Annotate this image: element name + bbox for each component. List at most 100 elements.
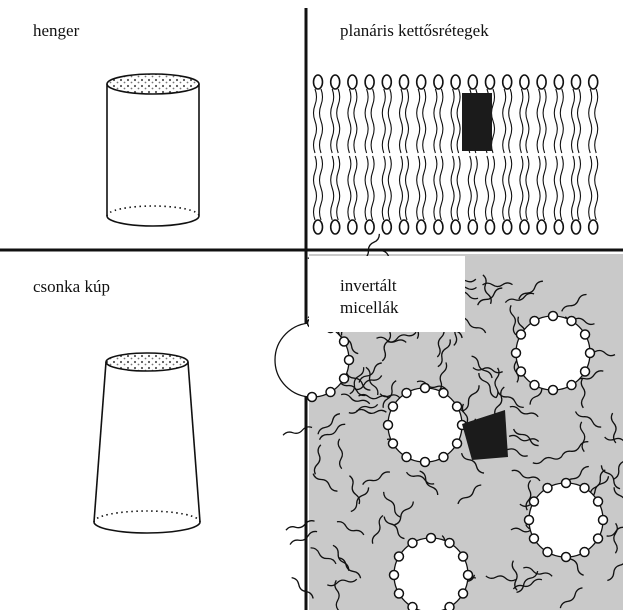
- lipid-head: [572, 220, 581, 234]
- lipid-tail: [371, 89, 374, 153]
- lipid-tail: [382, 89, 385, 153]
- lipid-head: [365, 220, 374, 234]
- lipid-tail: [348, 89, 351, 153]
- lipid-head: [439, 453, 448, 462]
- lipid-tail: [526, 89, 529, 153]
- lipid-head: [468, 220, 477, 234]
- lipid-head: [417, 75, 426, 89]
- lipid-head: [464, 571, 473, 580]
- lipid-tail: [509, 89, 512, 153]
- lipid-head: [586, 349, 595, 358]
- lipid-head: [434, 220, 443, 234]
- lipid-head: [331, 75, 340, 89]
- lipid-head: [388, 439, 397, 448]
- lipid-head: [468, 75, 477, 89]
- lipid-head: [384, 421, 393, 430]
- lipid-head: [529, 534, 538, 543]
- lipid-head: [580, 548, 589, 557]
- lipid-tail: [589, 156, 592, 220]
- lipid-tail: [537, 89, 540, 153]
- micelle-core: [529, 483, 603, 557]
- lipid-head: [525, 516, 534, 525]
- lipid-tail: [331, 89, 334, 153]
- lipid-head: [581, 330, 590, 339]
- lipid-head: [562, 553, 571, 562]
- lipid-head: [417, 220, 426, 234]
- lipid-tail: [382, 156, 385, 220]
- micelle-core: [516, 316, 590, 390]
- lipid-tail: [537, 156, 540, 220]
- lipid-head: [390, 571, 399, 580]
- lipid-head: [512, 349, 521, 358]
- lipid-head: [400, 220, 409, 234]
- lipid-head: [503, 75, 512, 89]
- micelle-core: [388, 388, 462, 462]
- bilayer-label: planáris kettősrétegek: [340, 20, 489, 42]
- lipid-tail: [468, 156, 471, 220]
- lipid-head: [439, 388, 448, 397]
- lipid-head: [581, 367, 590, 376]
- lipid-tail: [434, 156, 437, 220]
- lipid-head: [599, 516, 608, 525]
- lipid-head: [308, 393, 317, 402]
- lipid-tail: [520, 89, 523, 153]
- lipid-head: [445, 538, 454, 547]
- lipid-head: [520, 75, 529, 89]
- lipid-tail: [314, 156, 317, 220]
- lipid-head: [394, 589, 403, 598]
- lipid-tail: [457, 89, 460, 153]
- lipid-head: [348, 220, 357, 234]
- lipid-tail: [354, 89, 357, 153]
- lipid-tail: [320, 89, 323, 153]
- micelle-core: [275, 323, 349, 397]
- lipid-head: [554, 220, 563, 234]
- lipid-tail: [595, 156, 598, 220]
- lipid-head: [434, 75, 443, 89]
- lipid-tail: [451, 156, 454, 220]
- lipid-tail: [589, 89, 592, 153]
- lipid-tail: [283, 427, 312, 435]
- lipid-head: [594, 534, 603, 543]
- lipid-tail: [457, 156, 460, 220]
- lipid-head: [549, 386, 558, 395]
- lipid-head: [451, 220, 460, 234]
- lipid-tail: [388, 89, 391, 153]
- lipid-head: [340, 337, 349, 346]
- lipid-head: [326, 388, 335, 397]
- lipid-tail: [572, 156, 575, 220]
- lipid-head: [589, 75, 598, 89]
- lipid-head: [567, 381, 576, 390]
- lipid-head: [408, 538, 417, 547]
- lipid-tail: [560, 89, 563, 153]
- lipid-tail: [492, 156, 495, 220]
- lipid-head: [421, 458, 430, 467]
- lipid-head: [486, 220, 495, 234]
- lipid-tail: [314, 89, 317, 153]
- lipid-tail: [406, 156, 409, 220]
- lipid-tail: [371, 156, 374, 220]
- lipid-head: [314, 220, 323, 234]
- lipid-tail: [400, 156, 403, 220]
- lipid-tail: [543, 156, 546, 220]
- lipid-tail: [365, 156, 368, 220]
- inverted-micelles-label: invertált micellák: [340, 275, 399, 319]
- lipid-tail: [451, 89, 454, 153]
- lipid-tail: [423, 89, 426, 153]
- lipid-tail: [486, 156, 489, 220]
- lipid-tail: [543, 89, 546, 153]
- planar-bilayer-drawing: [314, 75, 598, 234]
- lipid-head: [408, 603, 417, 610]
- lipid-tail: [474, 156, 477, 220]
- lipid-tail: [578, 156, 581, 220]
- lipid-tail: [440, 89, 443, 153]
- lipid-head: [382, 75, 391, 89]
- lipid-head: [402, 388, 411, 397]
- lipid-tail: [331, 156, 334, 220]
- lipid-head: [486, 75, 495, 89]
- truncated-cone-label: csonka kúp: [33, 276, 110, 298]
- lipid-head: [572, 75, 581, 89]
- lipid-head: [427, 534, 436, 543]
- lipid-head: [549, 312, 558, 321]
- cylinder-label: henger: [33, 20, 79, 42]
